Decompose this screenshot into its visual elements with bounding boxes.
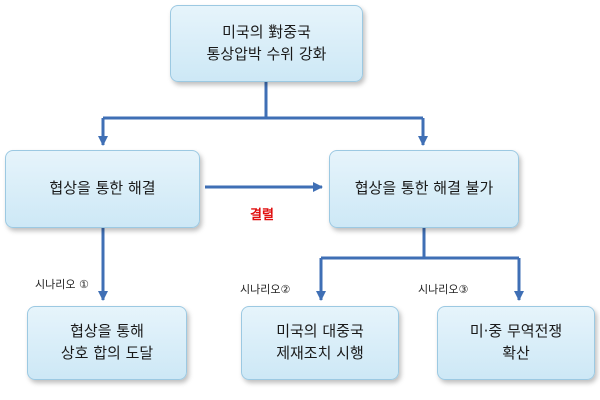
node-sanctions: 미국의 대중국 제재조치 시행 (241, 306, 399, 380)
scenario1-label: 시나리오 ① (35, 278, 89, 291)
node-top: 미국의 對중국 통상압박 수위 강화 (170, 5, 363, 82)
breakdown-label: 결렬 (250, 208, 274, 223)
node-agreement-line1: 협상을 통해 (70, 322, 144, 341)
node-negotiation-text: 협상을 통한 해결 (49, 179, 156, 198)
node-sanctions-line2: 제재조치 시행 (276, 344, 364, 362)
scenario2-label: 시나리오② (240, 283, 291, 296)
node-trade-war-line1: 미·중 무역전쟁 (469, 322, 563, 341)
node-agreement: 협상을 통해 상호 합의 도달 (27, 306, 187, 380)
node-agreement-line2: 상호 합의 도달 (60, 344, 154, 362)
node-trade-war-line2: 확산 (502, 344, 530, 362)
node-top-line2: 통상압박 수위 강화 (206, 44, 327, 63)
node-sanctions-line1: 미국의 대중국 (276, 322, 364, 341)
node-top-line1: 미국의 對중국 (222, 22, 311, 41)
node-no-negotiation: 협상을 통한 해결 불가 (329, 150, 519, 228)
node-no-negotiation-text: 협상을 통한 해결 불가 (354, 179, 494, 198)
node-trade-war: 미·중 무역전쟁 확산 (437, 306, 595, 380)
scenario3-label: 시나리오③ (418, 283, 469, 296)
node-negotiation: 협상을 통한 해결 (5, 150, 200, 228)
